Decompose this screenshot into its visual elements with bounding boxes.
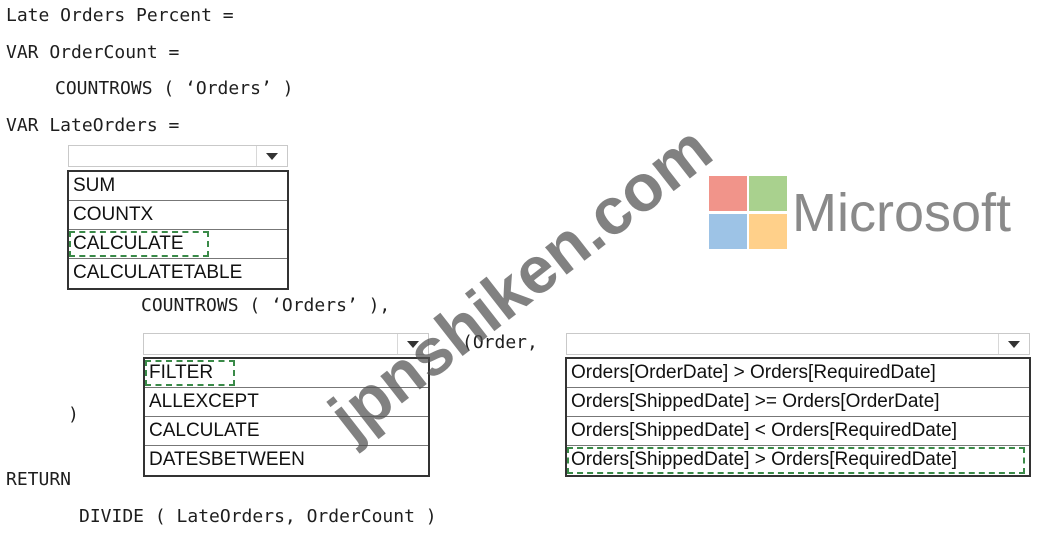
dropdown-2-option[interactable]: DATESBETWEEN	[149, 449, 305, 470]
dropdown-2-option[interactable]: CALCULATE	[145, 417, 428, 446]
dropdown-2-select[interactable]	[143, 333, 429, 355]
code-line: RETURN	[6, 469, 72, 490]
dropdown-3-select[interactable]	[566, 333, 1030, 355]
chevron-down-icon[interactable]	[256, 146, 287, 166]
code-line: (Order,	[462, 332, 538, 353]
code-line: COUNTROWS ( ‘Orders’ ),	[141, 295, 391, 316]
code-line: )	[68, 404, 79, 425]
dropdown-1-option-selected[interactable]: CALCULATE	[69, 230, 287, 259]
code-line: COUNTROWS ( ‘Orders’ )	[55, 78, 294, 99]
dropdown-2-option-selected[interactable]: FILTER	[145, 359, 428, 388]
dropdown-3-option-selected[interactable]: Orders[ShippedDate] > Orders[RequiredDat…	[567, 446, 1029, 475]
dropdown-3-option[interactable]: Orders[OrderDate] > Orders[RequiredDate]	[567, 359, 1029, 388]
logo-square	[749, 214, 787, 249]
logo-square	[709, 214, 747, 249]
code-line: VAR OrderCount =	[6, 42, 180, 63]
dropdown-3-list: Orders[OrderDate] > Orders[RequiredDate]…	[565, 357, 1031, 477]
chevron-down-icon[interactable]	[397, 334, 428, 354]
dropdown-3-option[interactable]: Orders[ShippedDate] >= Orders[OrderDate]	[567, 388, 1029, 417]
logo-square	[749, 176, 787, 211]
logo-square	[709, 176, 747, 211]
dropdown-1-option[interactable]: CALCULATETABLE	[73, 262, 243, 283]
dropdown-3-option[interactable]: Orders[ShippedDate] < Orders[RequiredDat…	[567, 417, 1029, 446]
code-line: DIVIDE ( LateOrders, OrderCount )	[79, 506, 437, 527]
dropdown-2-option[interactable]: ALLEXCEPT	[145, 388, 428, 417]
dropdown-1-option[interactable]: SUM	[69, 172, 287, 201]
dropdown-1-option[interactable]: COUNTX	[69, 201, 287, 230]
logo-text: Microsoft	[792, 183, 1012, 243]
code-line: VAR LateOrders =	[6, 115, 180, 136]
dropdown-2-list: FILTER ALLEXCEPT CALCULATE DATESBETWEEN	[143, 357, 430, 477]
dropdown-1-list: SUM COUNTX CALCULATE CALCULATETABLE	[67, 170, 289, 290]
code-line: Late Orders Percent =	[6, 5, 234, 26]
dropdown-1-select[interactable]	[68, 145, 288, 167]
chevron-down-icon[interactable]	[998, 334, 1029, 354]
